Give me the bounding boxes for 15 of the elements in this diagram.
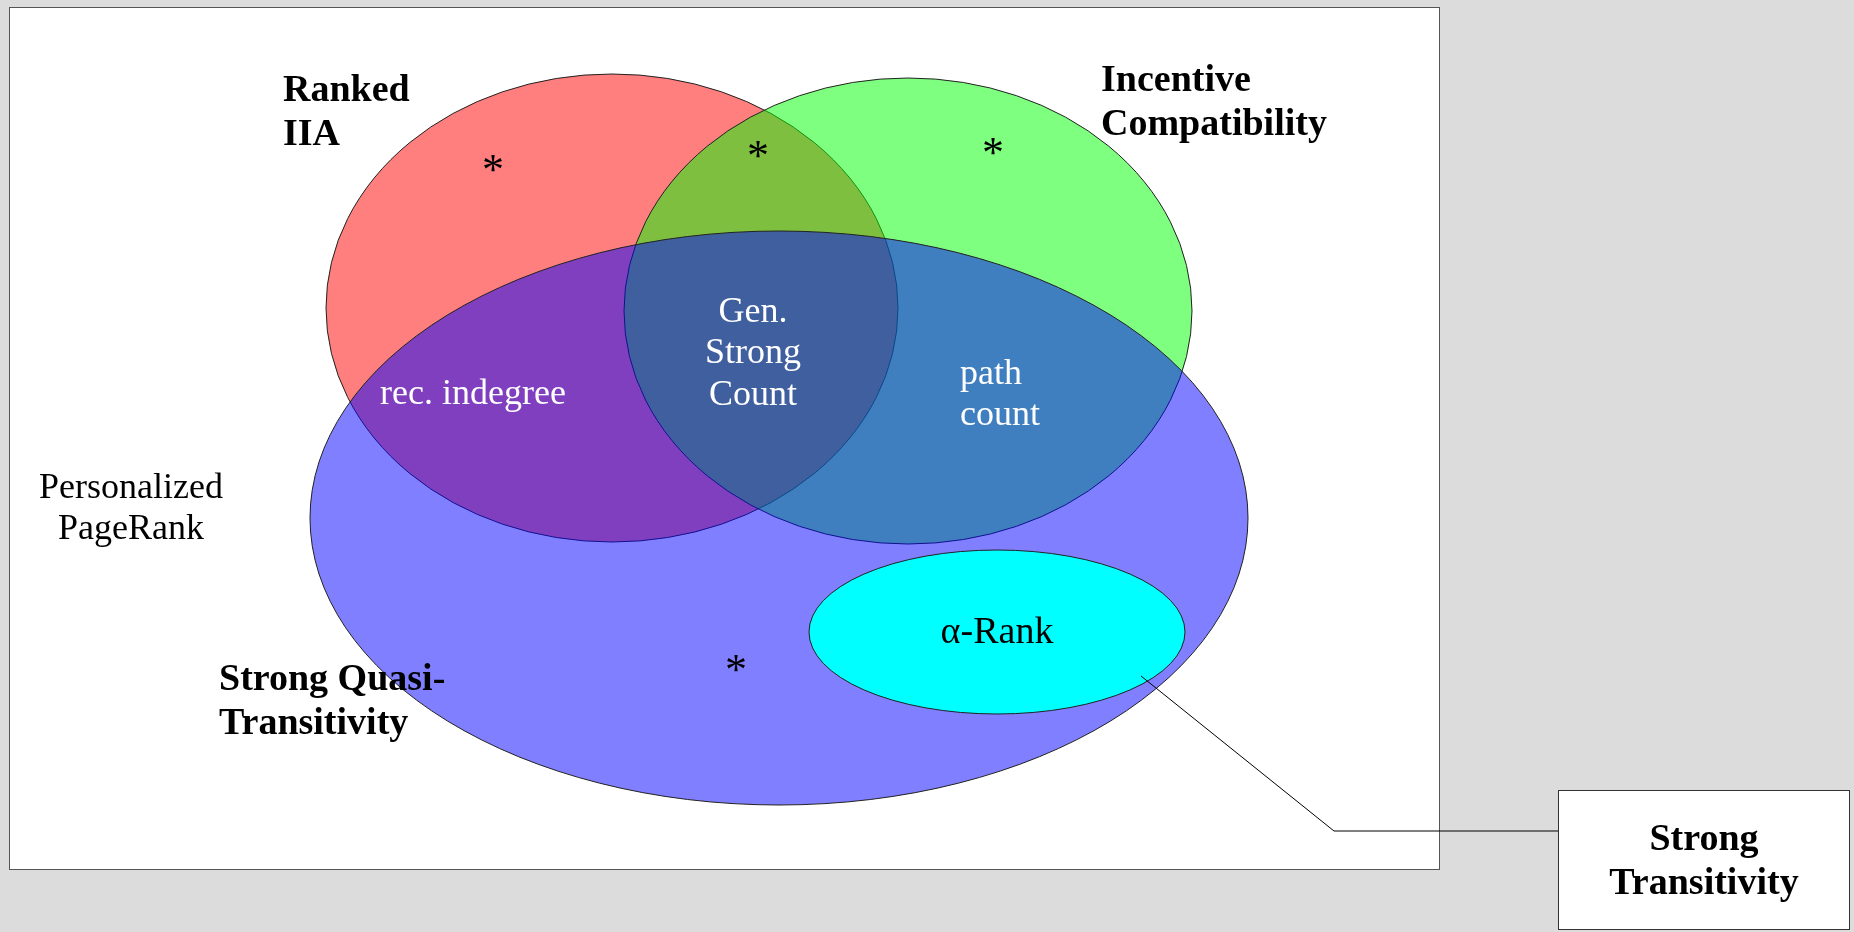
set-label: α-Rank	[939, 609, 1055, 653]
set-label: Ranked IIA	[283, 67, 411, 155]
region-label: path count	[960, 352, 1041, 436]
set-label: Strong Quasi-Transitivity	[219, 656, 447, 744]
asterisk-mark: *	[724, 645, 748, 695]
set-label: Personalized PageRank	[38, 466, 224, 550]
region-label: Gen. Strong Count	[704, 290, 802, 415]
leader-line	[1140, 675, 1559, 832]
asterisk-mark: *	[981, 128, 1005, 178]
label-box: Strong Transitivity	[1558, 790, 1850, 930]
set-label: Incentive Compatibility	[1101, 57, 1328, 145]
frame-background	[9, 7, 1440, 870]
asterisk-mark: *	[481, 145, 505, 195]
asterisk-mark: *	[746, 131, 770, 181]
region-label: rec. indegree	[379, 372, 567, 414]
